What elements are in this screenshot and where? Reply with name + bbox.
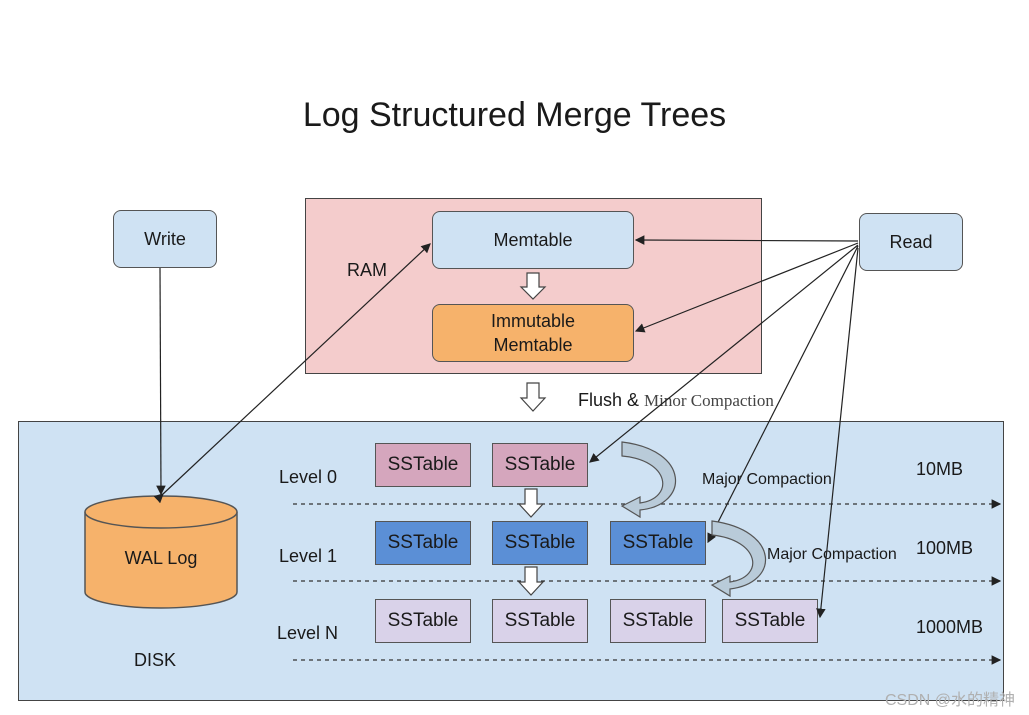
flush-label-main: Flush & bbox=[578, 390, 645, 410]
flush-label: Flush & Minor Compaction bbox=[578, 390, 774, 411]
write-node: Write bbox=[113, 210, 217, 268]
sstable-l1-2: SSTable bbox=[492, 521, 588, 565]
immutable-memtable-node: Immutable Memtable bbox=[432, 304, 634, 362]
sstable-ln-3: SSTable bbox=[610, 599, 706, 643]
sstable-l1-3: SSTable bbox=[610, 521, 706, 565]
level-0-size: 10MB bbox=[916, 459, 964, 479]
sstable-l0-1: SSTable bbox=[375, 443, 471, 487]
sstable-ln-2: SSTable bbox=[492, 599, 588, 643]
sstable-ln-1: SSTable bbox=[375, 599, 471, 643]
level-0-label: Level 0 bbox=[279, 467, 338, 487]
read-node: Read bbox=[859, 213, 963, 271]
immutable-line-1: Immutable bbox=[490, 311, 576, 331]
level-n-label: Level N bbox=[277, 623, 339, 643]
disk-label: DISK bbox=[134, 650, 177, 670]
level-1-size: 100MB bbox=[916, 538, 974, 558]
sstable-l1-1: SSTable bbox=[375, 521, 471, 565]
memtable-node: Memtable bbox=[432, 211, 634, 269]
level-1-label: Level 1 bbox=[279, 546, 338, 566]
wal-log-label: WAL Log bbox=[124, 548, 198, 568]
sstable-l0-2: SSTable bbox=[492, 443, 588, 487]
immutable-line-2: Memtable bbox=[493, 335, 573, 355]
flush-label-sub: Minor Compaction bbox=[644, 391, 774, 410]
flush-arrow bbox=[519, 382, 547, 412]
major-compaction-label-2: Major Compaction bbox=[767, 546, 897, 563]
diagram-title: Log Structured Merge Trees bbox=[302, 96, 727, 134]
watermark: CSDN @水的精神 bbox=[884, 692, 1015, 709]
ram-label: RAM bbox=[347, 260, 387, 280]
level-n-size: 1000MB bbox=[916, 617, 984, 637]
sstable-ln-4: SSTable bbox=[722, 599, 818, 643]
major-compaction-label-1: Major Compaction bbox=[702, 471, 832, 488]
